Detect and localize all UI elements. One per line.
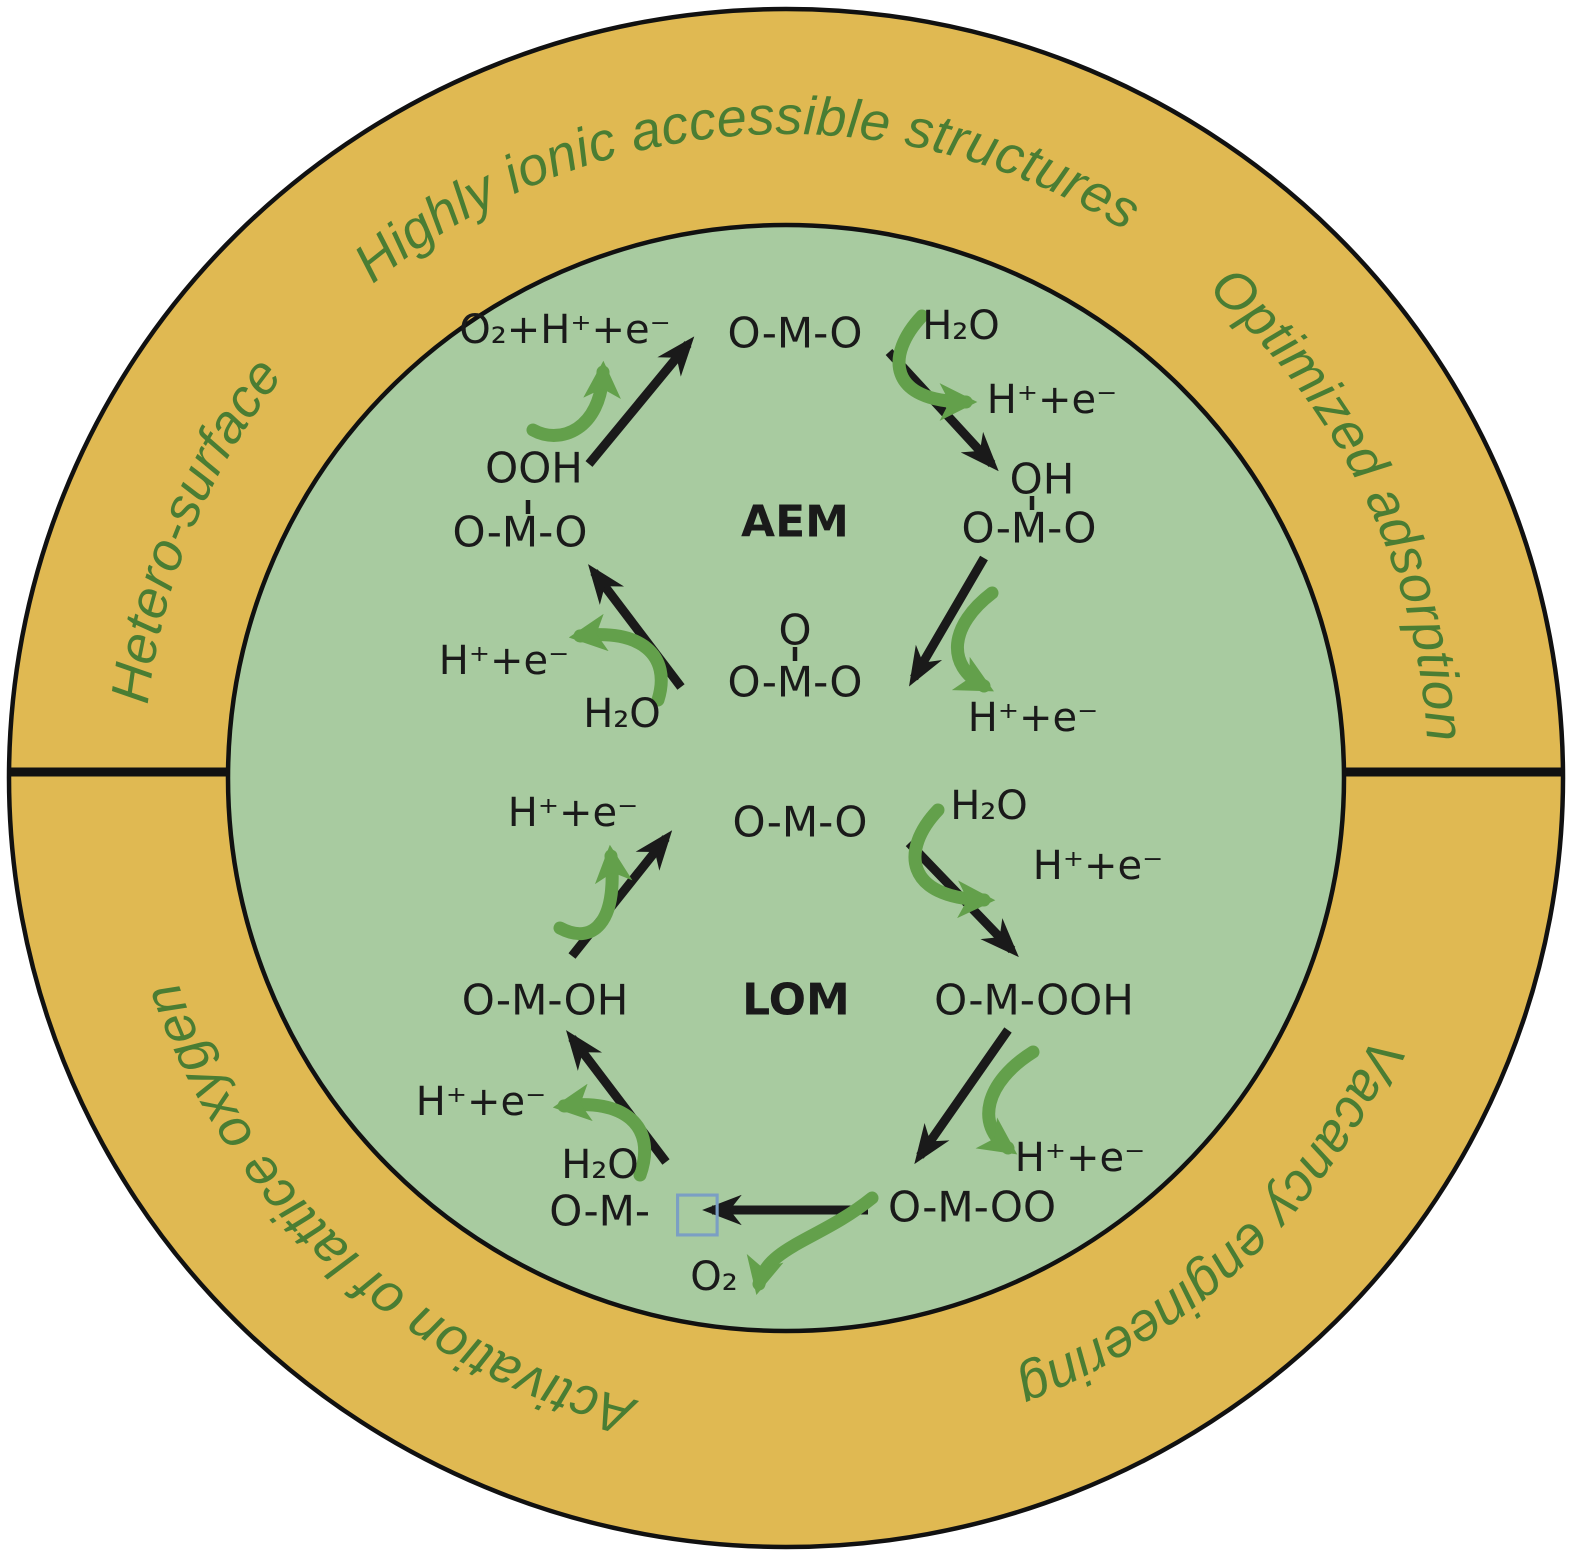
transfer-arrow <box>908 803 996 919</box>
lom-h-out-left: H⁺+e⁻ <box>416 1079 546 1125</box>
lom-h2o-in-right: H₂O <box>950 783 1028 829</box>
aem-release-label: O₂+H⁺+e⁻ <box>459 307 670 353</box>
aem-h-out-left: H⁺+e⁻ <box>439 638 569 684</box>
aem-species-left-adsorbate: OOH <box>485 444 583 493</box>
reaction-arrow <box>909 555 988 687</box>
aem-h2o-in-right: H₂O <box>922 303 1000 349</box>
aem-species-right-adsorbate: OH <box>1010 455 1075 504</box>
lom-species-bottom-right: O-M-OO <box>888 1183 1056 1232</box>
lom-h-out-bottom-right: H⁺+e⁻ <box>1015 1135 1145 1181</box>
green-transfer-arrows <box>526 309 1040 1296</box>
transfer-arrow <box>526 360 621 442</box>
o2-release-arrow <box>746 1191 879 1296</box>
lom-cycle: LOM H⁺+e⁻ O-M-O H₂O H⁺+e⁻ O-M-OOH H⁺+e⁻ … <box>416 783 1163 1300</box>
inner-circle <box>225 222 1347 1334</box>
aem-cycle: AEM O₂+H⁺+e⁻ O-M-O H₂O H⁺+e⁻ OH O-M-O H⁺… <box>439 303 1117 741</box>
aem-h-out-right: H⁺+e⁻ <box>987 377 1117 423</box>
transfer-arrow <box>892 309 978 421</box>
aem-h2o-in-left: H₂O <box>583 691 661 737</box>
aem-species-bottom-adsorbate: O <box>778 606 811 655</box>
lom-h-out-top-left: H⁺+e⁻ <box>508 790 638 836</box>
aem-species-top: O-M-O <box>727 309 862 358</box>
aem-species-right-base: O-M-O <box>961 504 1096 553</box>
vacancy-square-icon: □ <box>671 1179 724 1244</box>
reaction-arrow <box>588 564 685 690</box>
aem-species-left-base: O-M-O <box>452 508 587 557</box>
aem-species-bottom-base: O-M-O <box>727 658 862 707</box>
transfer-arrow <box>553 844 633 940</box>
reaction-arrow <box>585 336 695 467</box>
lom-h2o-in-left: H₂O <box>561 1142 639 1188</box>
lom-species-vacancy-prefix: O-M- <box>549 1187 650 1236</box>
transfer-arrow <box>552 1083 652 1182</box>
lom-species-left: O-M-OH <box>462 976 629 1025</box>
lom-title: LOM <box>742 975 850 1026</box>
lom-o2-release-label: O₂ <box>690 1254 738 1300</box>
lom-h-out-right: H⁺+e⁻ <box>1033 843 1163 889</box>
aem-title: AEM <box>741 497 849 548</box>
lom-species-right: O-M-OOH <box>934 976 1134 1025</box>
aem-h-out-bottom-right: H⁺+e⁻ <box>968 695 1098 741</box>
lom-species-top: O-M-O <box>732 798 867 847</box>
transfer-arrow <box>568 613 668 707</box>
transfer-arrow <box>951 586 999 693</box>
reaction-arrow <box>914 1027 1012 1165</box>
transfer-arrow <box>975 1045 1040 1155</box>
